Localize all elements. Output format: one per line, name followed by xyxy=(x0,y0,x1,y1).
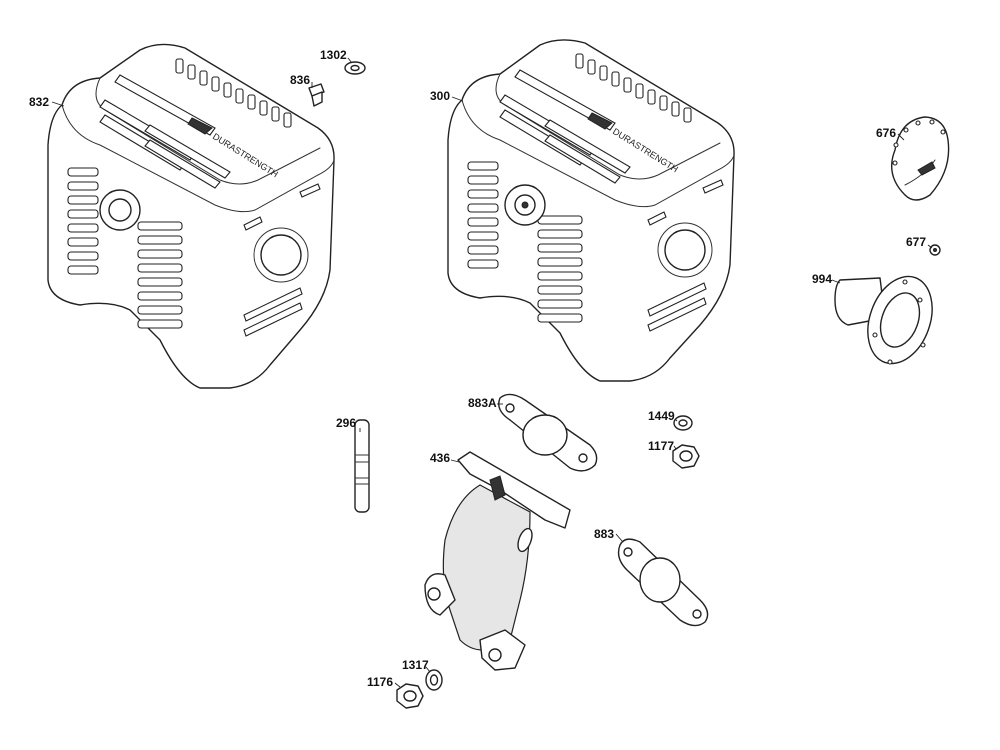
stud-296 xyxy=(354,419,370,513)
callout-676: 676 xyxy=(876,126,896,140)
callout-1449: 1449 xyxy=(648,409,675,423)
brand-logo-icon xyxy=(587,112,613,130)
callout-1317: 1317 xyxy=(402,658,429,672)
gasket-883 xyxy=(617,538,709,627)
callout-994: 994 xyxy=(812,272,832,286)
callout-883A: 883A xyxy=(468,396,497,410)
callout-436: 436 xyxy=(430,451,450,465)
leader-lines xyxy=(51,57,933,688)
callout-677: 677 xyxy=(906,235,926,249)
callout-883: 883 xyxy=(594,527,614,541)
callout-300: 300 xyxy=(430,89,450,103)
nut-1176 xyxy=(396,683,424,709)
callout-832: 832 xyxy=(29,95,49,109)
callout-labels: 832 836 1302 300 676 677 994 296 883A 14… xyxy=(29,48,926,689)
bolt-836 xyxy=(308,83,325,107)
nut-1177 xyxy=(672,444,700,469)
washer-1449 xyxy=(673,415,693,431)
washer-1317 xyxy=(425,669,443,691)
muffler-heat-shield-832: DURASTRENGTH xyxy=(47,43,335,389)
callout-296: 296 xyxy=(336,416,356,430)
callout-836: 836 xyxy=(290,73,310,87)
spark-arrestor-994 xyxy=(834,275,933,365)
gasket-883A xyxy=(498,393,598,472)
callout-1176: 1176 xyxy=(367,675,393,689)
spark-arrestor-cover-676 xyxy=(891,116,950,201)
screw-677 xyxy=(929,244,941,256)
muffler-heat-shield-300: DURASTRENGTH xyxy=(447,39,735,382)
callout-1302: 1302 xyxy=(320,48,347,62)
washer-1302 xyxy=(344,61,366,75)
exhaust-pipe-436 xyxy=(424,451,571,671)
callout-1177: 1177 xyxy=(648,439,674,453)
brand-logo-icon xyxy=(187,117,213,135)
